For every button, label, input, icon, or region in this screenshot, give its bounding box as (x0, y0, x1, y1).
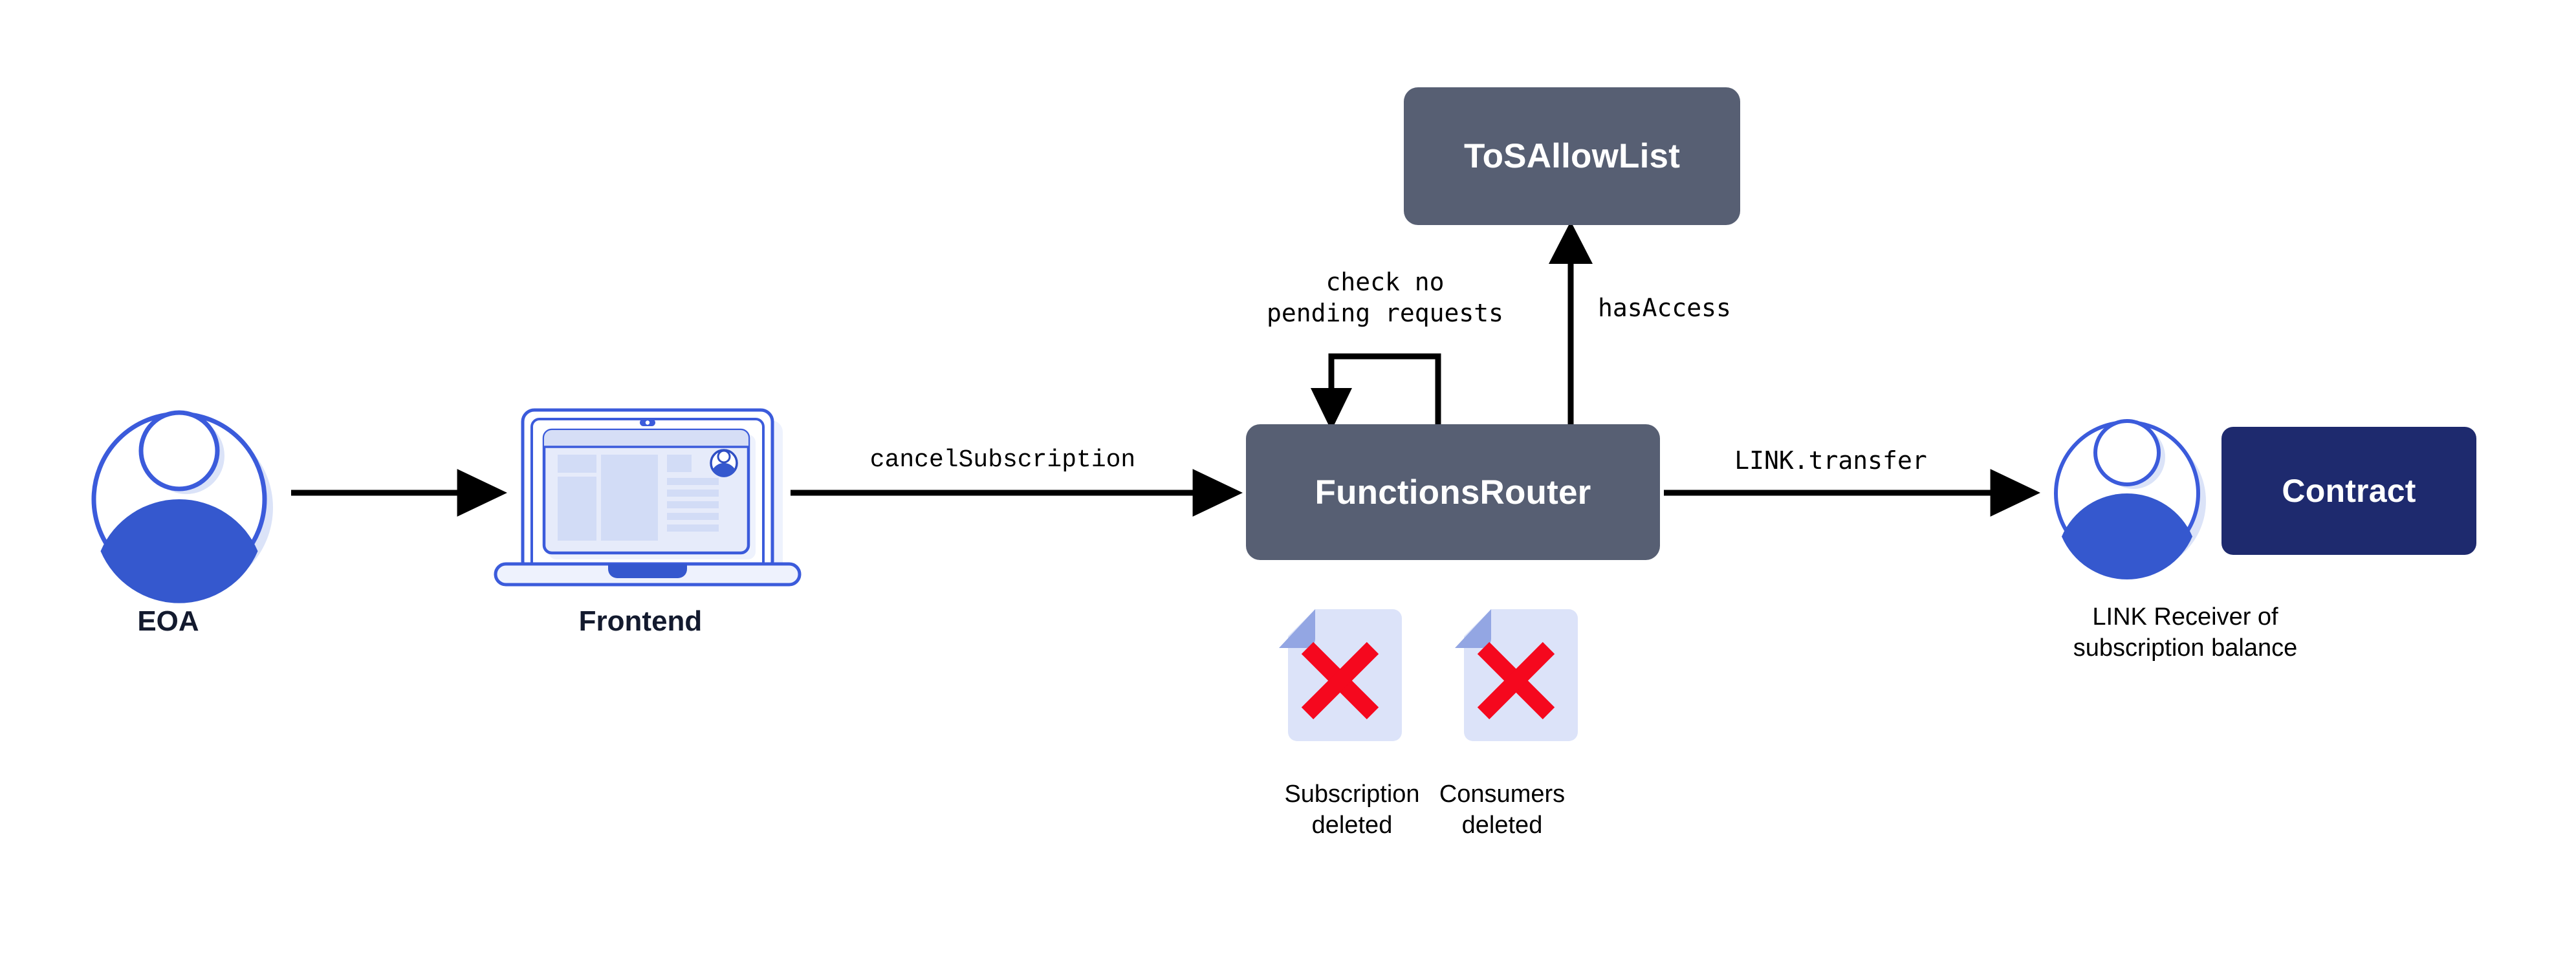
node-tos-allow-list[interactable]: ToSAllowList (1404, 87, 1740, 225)
artifact-caption-consumers-deleted: Consumers deleted (1439, 781, 1566, 839)
user-avatar-icon-eoa (91, 410, 273, 603)
edge-label-check-no-pending-requests: check no pending requests (1266, 268, 1504, 327)
edge-label-cancel-subscription: cancelSubscription (869, 446, 1136, 474)
node-functions-router[interactable]: FunctionsRouter (1246, 424, 1660, 560)
arrow-functions-router-self-loop (1311, 353, 1441, 431)
artifact-caption-subscription-deleted: Subscription deleted (1284, 781, 1420, 839)
node-label-frontend: Frontend (578, 605, 703, 637)
document-deleted-icon-consumers (1455, 609, 1578, 741)
user-avatar-icon-link-receiver (2054, 419, 2206, 580)
node-contract[interactable]: Contract (2221, 427, 2476, 555)
arrow-functions-router-to-tos-allow-list (1549, 221, 1593, 424)
edge-label-link-transfer: LINK.transfer (1734, 446, 1927, 475)
laptop-browser-icon-frontend (494, 408, 802, 587)
document-deleted-icon-subscription (1279, 609, 1402, 741)
node-label-eoa: EOA (137, 605, 199, 637)
edge-label-has-access: hasAccess (1598, 294, 1731, 322)
node-caption-link-receiver: LINK Receiver of subscription balance (2073, 603, 2298, 662)
